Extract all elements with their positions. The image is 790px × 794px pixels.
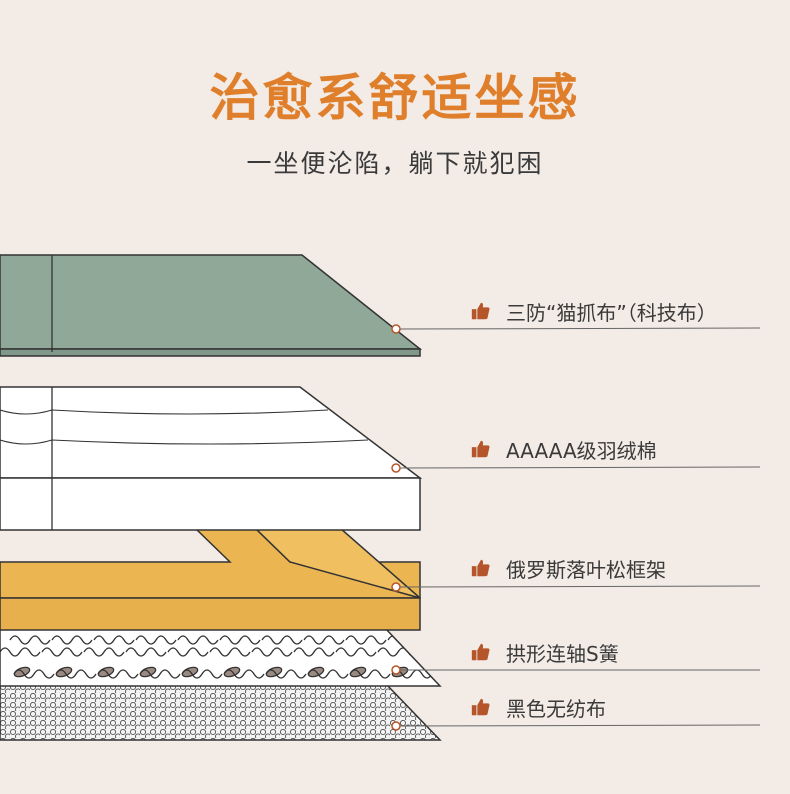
spring-coil	[261, 635, 303, 645]
spring-coil	[349, 669, 391, 679]
larch-frame-layer	[0, 527, 421, 631]
spring-coil	[419, 647, 440, 657]
spring-coil	[181, 669, 223, 679]
down-cotton-layer	[0, 386, 423, 531]
spring-coil	[51, 635, 93, 645]
leader-dot	[391, 582, 401, 592]
leader-line	[395, 585, 761, 588]
spring-coil	[83, 647, 125, 657]
spring-coil	[9, 635, 51, 645]
spring-coil	[55, 669, 97, 679]
layer-label-text: 俄罗斯落叶松框架	[506, 557, 666, 582]
spring-coil	[0, 647, 41, 657]
spring-coil	[345, 635, 387, 645]
spring-coil	[293, 647, 335, 657]
spring-coil	[429, 635, 440, 645]
thumbs-up-icon	[471, 302, 490, 320]
layer-label-tech-fabric: 三防“猫抓布”（科技布）	[470, 296, 770, 326]
spring-coil	[139, 669, 181, 679]
tech-fabric-layer	[0, 254, 423, 357]
spring-coil	[223, 669, 265, 679]
leader-dot	[391, 665, 401, 675]
layer-label-text: AAAAA级羽绒棉	[506, 438, 657, 463]
leader-line	[395, 466, 761, 469]
leader-dot	[391, 324, 401, 334]
thumbs-up-icon	[471, 698, 490, 716]
spring-coil	[307, 669, 349, 679]
spring-coil	[303, 635, 345, 645]
spring-coil	[167, 647, 209, 657]
page-subtitle: 一坐便沦陷，躺下就犯困	[246, 149, 544, 178]
leader-dot	[391, 463, 401, 473]
spring-clip	[433, 666, 440, 678]
leader-line	[395, 327, 761, 330]
page-title: 治愈系舒适坐感	[209, 69, 581, 127]
thumbs-up-icon	[471, 559, 490, 577]
layer-label-larch-frame: 俄罗斯落叶松框架	[470, 553, 770, 583]
spring-coil	[97, 669, 139, 679]
spring-coil	[265, 669, 307, 679]
thumbs-up-icon	[471, 643, 490, 661]
layer-label-down-cotton: AAAAA级羽绒棉	[470, 434, 770, 464]
layer-label-text: 三防“猫抓布”（科技布）	[506, 300, 717, 325]
layer-label-text: 拱形连轴S簧	[506, 641, 619, 666]
non-woven-fabric-layer	[0, 683, 442, 741]
thumbs-up-icon	[471, 440, 490, 458]
spring-coil	[335, 647, 377, 657]
spring-coil	[251, 647, 293, 657]
spring-coil	[41, 647, 83, 657]
layer-label-s-spring: 拱形连轴S簧	[470, 637, 770, 667]
leader-dot	[391, 721, 401, 731]
spring-coil	[125, 647, 167, 657]
spring-coil	[93, 635, 135, 645]
spring-coil	[13, 669, 55, 679]
spring-coil	[135, 635, 177, 645]
spring-coil	[219, 635, 261, 645]
s-spring-layer	[0, 627, 442, 687]
leader-line	[395, 724, 761, 727]
layer-label-non-woven: 黑色无纺布	[470, 692, 770, 722]
layer-label-text: 黑色无纺布	[506, 696, 606, 721]
spring-coil	[209, 647, 251, 657]
spring-coil	[433, 669, 440, 679]
spring-coil	[177, 635, 219, 645]
